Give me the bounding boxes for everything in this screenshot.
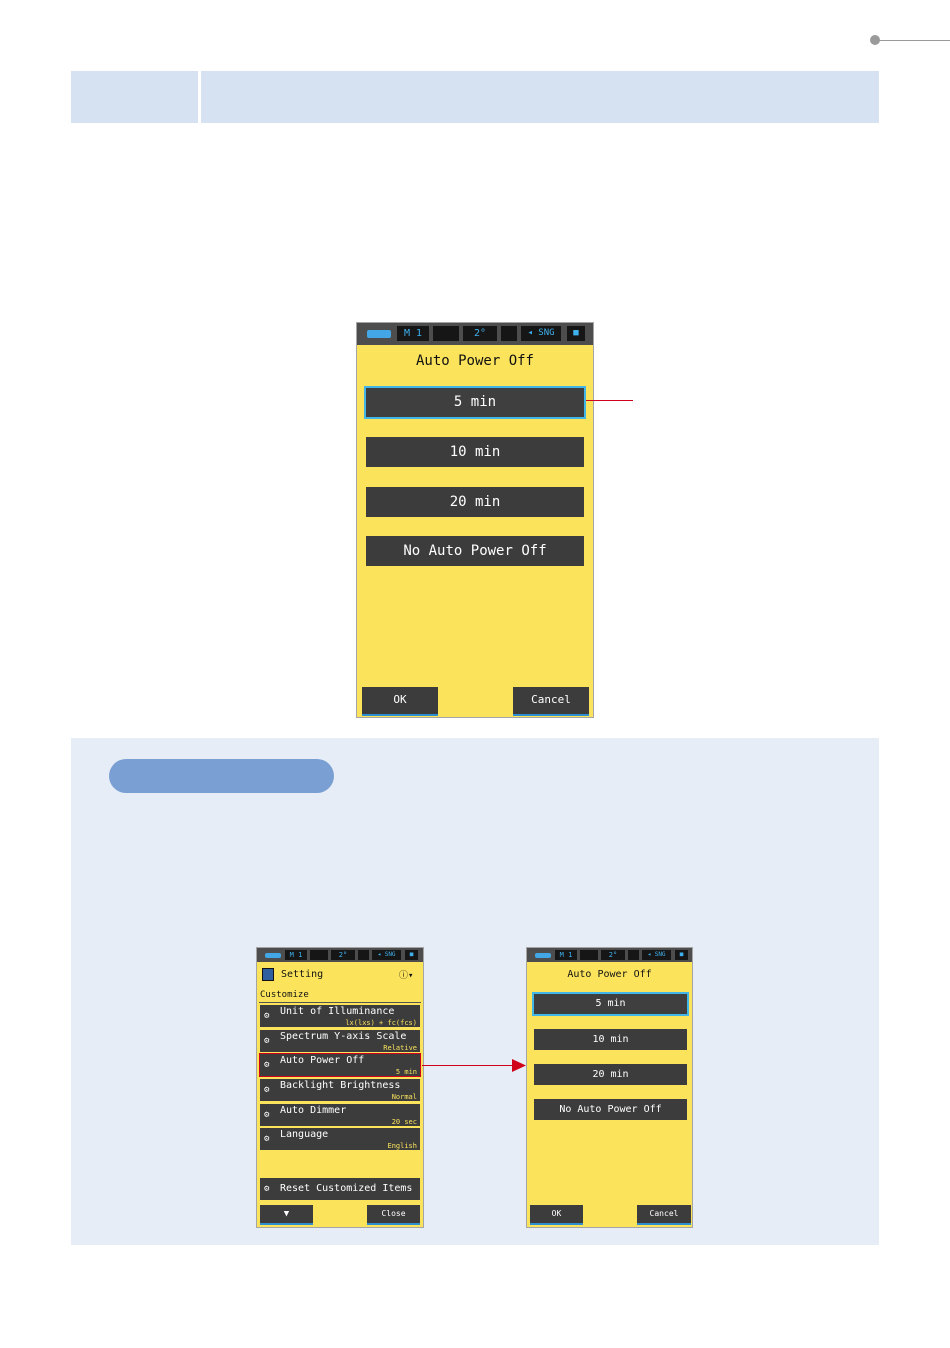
row-label: Auto Dimmer: [280, 1105, 347, 1116]
mode-label: M: [289, 951, 294, 959]
gear-icon: ⚙: [264, 1134, 270, 1144]
angle-indicator: 2°: [601, 950, 625, 960]
info-dropdown-icon[interactable]: ⓘ▾: [399, 971, 414, 981]
measure-mode-indicator: ◂ SNG: [372, 950, 401, 960]
row-value: 5 min: [395, 1068, 417, 1076]
row-value: Normal: [391, 1093, 417, 1101]
memory-label: 1: [568, 951, 573, 959]
lock-icon: ■: [405, 950, 418, 960]
note-heading-pill: [109, 759, 334, 793]
mode-indicator: M 1: [285, 950, 307, 960]
mode-indicator: M 1: [555, 950, 577, 960]
status-bar: M 1 2° ◂ SNG ■: [257, 948, 423, 962]
mode-label: M: [403, 328, 410, 339]
status-blank-1: [433, 326, 459, 341]
status-blank-2: [501, 326, 517, 341]
setting-row-unit-of-illuminance[interactable]: ⚙ Unit of Illuminance lx(lxs) + fc(fcs): [260, 1005, 420, 1027]
auto-power-off-screen-small: M 1 2° ◂ SNG ■ Auto Power Off 5 min 10 m…: [526, 947, 693, 1228]
measure-label: SNG: [654, 951, 666, 958]
row-label: Unit of Illuminance: [280, 1006, 395, 1017]
status-blank-2: [358, 950, 369, 960]
settings-title: Setting: [281, 969, 324, 980]
measure-label: SNG: [538, 328, 555, 338]
row-label: Auto Power Off: [280, 1055, 365, 1066]
callout-line: [586, 400, 633, 401]
close-button[interactable]: Close: [367, 1205, 420, 1225]
mute-icon: ◂: [527, 328, 533, 338]
settings-screen: M 1 2° ◂ SNG ■ Setting ⓘ▾ Customize ⚙ Un…: [256, 947, 424, 1228]
row-label: Language: [280, 1129, 329, 1140]
status-bar: M 1 2° ◂ SNG ■: [527, 948, 692, 962]
row-label: Reset Customized Items: [280, 1183, 413, 1194]
row-value: English: [387, 1142, 417, 1150]
screen-title: Auto Power Off: [567, 969, 652, 980]
reset-customized-items-button[interactable]: ⚙ Reset Customized Items: [260, 1178, 420, 1200]
option-5-min[interactable]: 5 min: [532, 992, 689, 1016]
row-value: lx(lxs) + fc(fcs): [345, 1019, 417, 1027]
note-panel: [71, 738, 879, 1245]
mute-icon: ◂: [647, 951, 652, 958]
measure-label: SNG: [384, 951, 396, 958]
header-label-cell: [71, 71, 198, 123]
mode-indicator: M 1: [397, 326, 429, 341]
option-no-auto-power-off[interactable]: No Auto Power Off: [534, 1099, 687, 1120]
gear-icon: ⚙: [264, 1110, 270, 1120]
setting-row-auto-power-off[interactable]: ⚙ Auto Power Off 5 min: [259, 1053, 421, 1077]
gear-icon: ⚙: [264, 1184, 270, 1194]
setting-row-spectrum-y-axis-scale[interactable]: ⚙ Spectrum Y-axis Scale Relative: [260, 1030, 420, 1052]
mute-icon: ◂: [377, 951, 382, 958]
row-label: Backlight Brightness: [280, 1080, 401, 1091]
ok-button[interactable]: OK: [362, 687, 438, 716]
memory-label: 1: [416, 328, 423, 339]
status-blank-1: [580, 950, 598, 960]
battery-icon: [265, 953, 281, 958]
row-label: Spectrum Y-axis Scale: [280, 1031, 407, 1042]
lock-icon: ■: [567, 326, 585, 341]
row-value: 20 sec: [391, 1118, 417, 1126]
cancel-button[interactable]: Cancel: [513, 687, 589, 716]
gear-icon: ⚙: [264, 1085, 270, 1095]
page-corner-line: [876, 40, 950, 41]
measure-mode-indicator: ◂ SNG: [642, 950, 671, 960]
setting-app-icon: [262, 968, 274, 981]
option-10-min[interactable]: 10 min: [366, 437, 584, 467]
status-bar: M 1 2° ◂ SNG ■: [357, 323, 593, 345]
option-20-min[interactable]: 20 min: [534, 1064, 687, 1085]
status-blank-2: [628, 950, 639, 960]
option-20-min[interactable]: 20 min: [366, 487, 584, 517]
mode-label: M: [559, 951, 564, 959]
setting-row-language[interactable]: ⚙ Language English: [260, 1128, 420, 1150]
arrow-head-icon: [512, 1059, 526, 1072]
setting-row-auto-dimmer[interactable]: ⚙ Auto Dimmer 20 sec: [260, 1104, 420, 1126]
angle-indicator: 2°: [331, 950, 355, 960]
row-value: Relative: [383, 1044, 417, 1052]
header-title-cell: [201, 71, 879, 123]
status-blank-1: [310, 950, 328, 960]
option-10-min[interactable]: 10 min: [534, 1029, 687, 1050]
battery-icon: [535, 953, 551, 958]
section-divider: [259, 1002, 421, 1003]
memory-label: 1: [298, 951, 303, 959]
screen-title: Auto Power Off: [415, 353, 534, 369]
battery-icon: [367, 330, 391, 338]
section-header-customize: Customize: [260, 990, 309, 1000]
gear-icon: ⚙: [264, 1036, 270, 1046]
auto-power-off-screen: M 1 2° ◂ SNG ■ Auto Power Off 5 min 10 m…: [356, 322, 594, 718]
arrow-line: [422, 1065, 514, 1066]
cancel-button[interactable]: Cancel: [637, 1205, 691, 1225]
angle-indicator: 2°: [463, 326, 497, 341]
setting-row-backlight-brightness[interactable]: ⚙ Backlight Brightness Normal: [260, 1079, 420, 1101]
lock-icon: ■: [675, 950, 688, 960]
scroll-down-button[interactable]: ▼: [260, 1205, 313, 1225]
measure-mode-indicator: ◂ SNG: [521, 326, 561, 341]
gear-icon: ⚙: [264, 1011, 270, 1021]
option-no-auto-power-off[interactable]: No Auto Power Off: [366, 536, 584, 566]
ok-button[interactable]: OK: [530, 1205, 583, 1225]
page-corner-dot: [870, 35, 880, 45]
option-5-min[interactable]: 5 min: [364, 386, 586, 419]
gear-icon: ⚙: [264, 1060, 270, 1070]
